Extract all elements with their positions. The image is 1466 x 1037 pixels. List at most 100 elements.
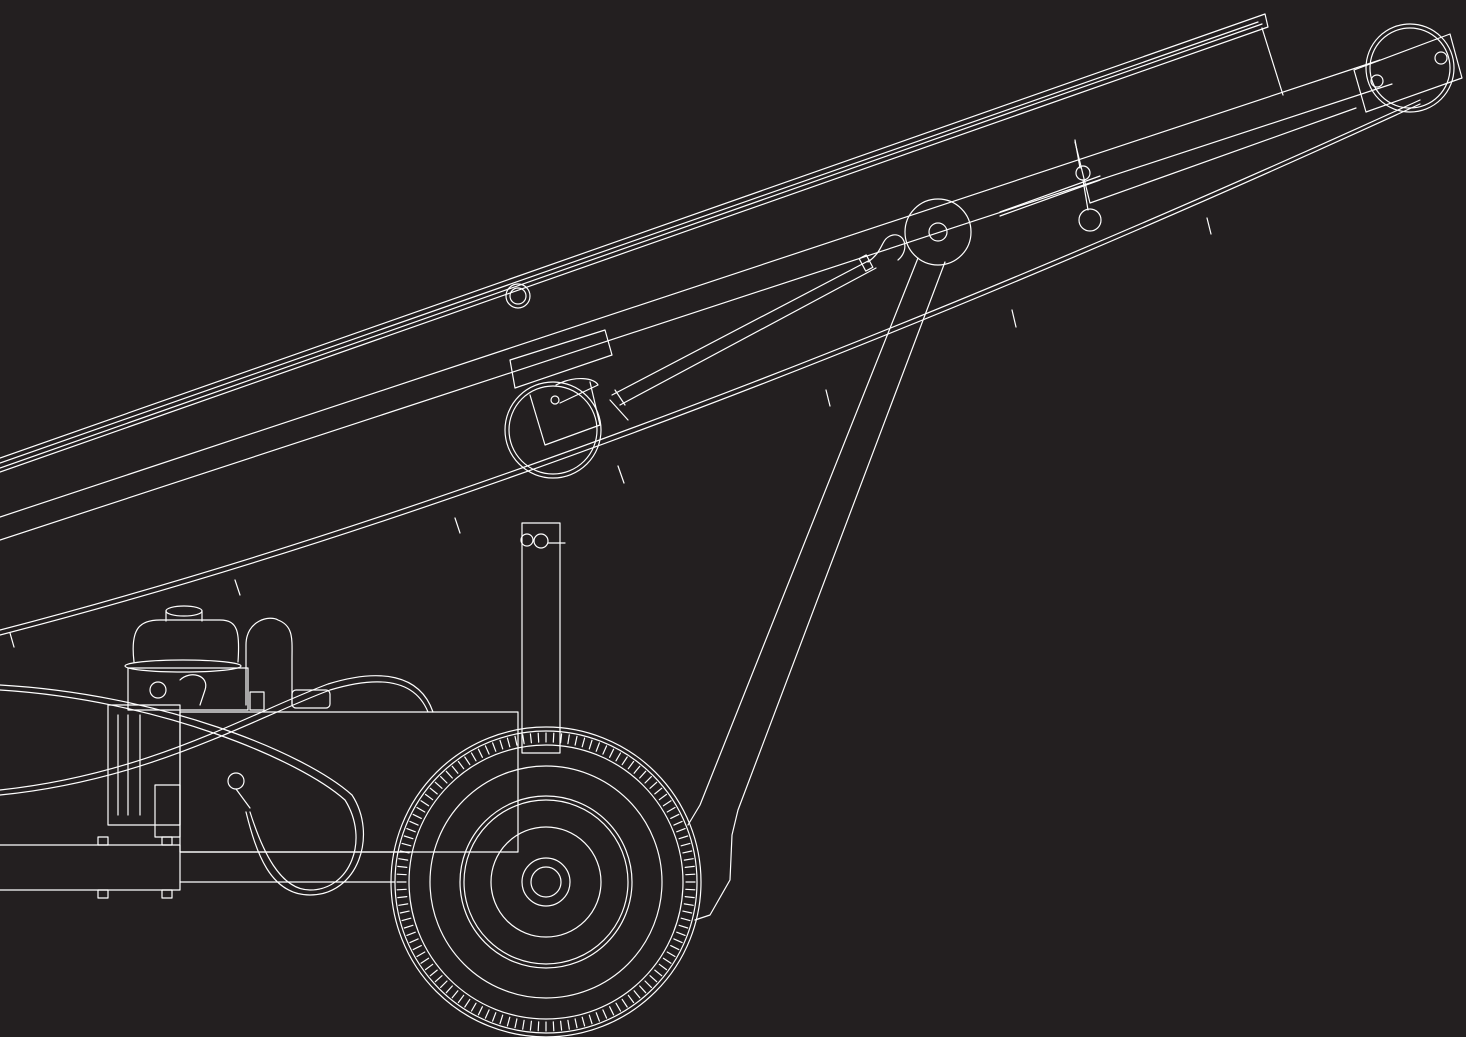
tread-notch (420, 800, 430, 807)
tread-notch (627, 760, 635, 770)
tread-notch (499, 739, 504, 750)
tread-notch (658, 793, 668, 801)
tread-notch (574, 735, 578, 746)
tread-notch (396, 873, 407, 876)
tread-notch (670, 813, 680, 820)
tread-notch (644, 980, 653, 989)
tread-notch (639, 770, 647, 779)
tread-notch (420, 957, 430, 964)
tread-notch (666, 951, 676, 958)
tread-notch (654, 787, 663, 795)
tread-notch (477, 748, 483, 758)
tread-notch (559, 1020, 563, 1031)
idler-roller (504, 329, 629, 479)
tread-notch (588, 739, 593, 750)
tread-notch (401, 842, 412, 847)
tread-notch (434, 975, 443, 983)
tread-notch (581, 1016, 586, 1027)
tread-notch (537, 1021, 540, 1032)
tread-notch (416, 951, 426, 958)
tread-notch (595, 742, 601, 752)
tread-notch (412, 944, 422, 951)
tread-notch (588, 1014, 593, 1025)
chassis (0, 711, 519, 899)
tread-notch (552, 1021, 555, 1032)
tread-notch (464, 756, 471, 766)
tread-notch (685, 873, 696, 876)
tread-notch (567, 734, 570, 745)
tread-notch (514, 1018, 518, 1029)
tread-notch (654, 969, 663, 977)
tread-notch (445, 770, 453, 779)
tread-notch (673, 820, 683, 826)
tread-notch (602, 745, 608, 755)
tread-notch (424, 793, 434, 801)
tread-notch (399, 850, 410, 854)
tread-notch (406, 931, 416, 937)
tread-notch (470, 1002, 477, 1012)
tread-notch (633, 990, 641, 999)
tread-notch (409, 938, 419, 944)
tread-notch (574, 1018, 578, 1029)
tread-notch (673, 938, 683, 944)
tread-notch (529, 1020, 533, 1031)
tread-notch (537, 732, 540, 743)
tread-notch (403, 924, 414, 929)
tread-notch (678, 835, 689, 840)
tread-notch (522, 734, 525, 745)
tread-notch (484, 745, 490, 755)
tread-notch (398, 858, 409, 861)
wheel (390, 726, 702, 1037)
tread-notch (457, 760, 465, 770)
tread-notch (649, 781, 658, 789)
tread-notch (470, 752, 477, 762)
tread-notch (403, 835, 414, 840)
tread-notch (627, 994, 635, 1004)
tread-notch (662, 800, 672, 807)
tread-notch (398, 903, 409, 906)
tread-notch (401, 917, 412, 922)
tread-notch (559, 733, 563, 744)
tread-notch (451, 990, 459, 999)
tread-notch (595, 1012, 601, 1022)
tread-notch (457, 994, 465, 1004)
tread-notch (552, 732, 555, 743)
tension-cable (611, 165, 1102, 406)
tread-notch (477, 1006, 483, 1016)
tread-notch (464, 998, 471, 1008)
tread-notch (662, 957, 672, 964)
tread-notch (676, 827, 686, 833)
tread-notch (440, 980, 448, 989)
tread-notch (492, 1012, 497, 1022)
tread-notch (608, 1006, 615, 1016)
tread-notch (633, 765, 641, 774)
conveyor-belt-frame (0, 13, 1393, 541)
engine (107, 605, 249, 838)
tread-notch (440, 775, 448, 784)
tread-notch (685, 888, 696, 891)
tread-notch (434, 781, 443, 789)
tread-notch (397, 895, 408, 899)
tread-notch (683, 858, 694, 861)
tread-notch (424, 963, 434, 971)
wheel-tread (396, 732, 696, 1032)
tread-notch (644, 775, 653, 784)
tread-notch (670, 944, 680, 951)
mast-post (520, 522, 566, 754)
tread-notch (514, 735, 518, 746)
tread-notch (429, 969, 438, 977)
tread-notch (429, 787, 438, 795)
tread-notch (416, 806, 426, 813)
tread-notch (684, 895, 695, 899)
tread-notch (683, 903, 694, 906)
tread-notch (682, 850, 693, 854)
tread-notch (658, 963, 668, 971)
tread-notch (506, 1016, 511, 1027)
tread-notch (639, 985, 647, 994)
tread-notch (608, 748, 615, 758)
head-pulley (1353, 23, 1463, 113)
tread-notch (581, 737, 586, 748)
return-roller (0, 99, 1421, 648)
tread-notch (409, 820, 419, 826)
